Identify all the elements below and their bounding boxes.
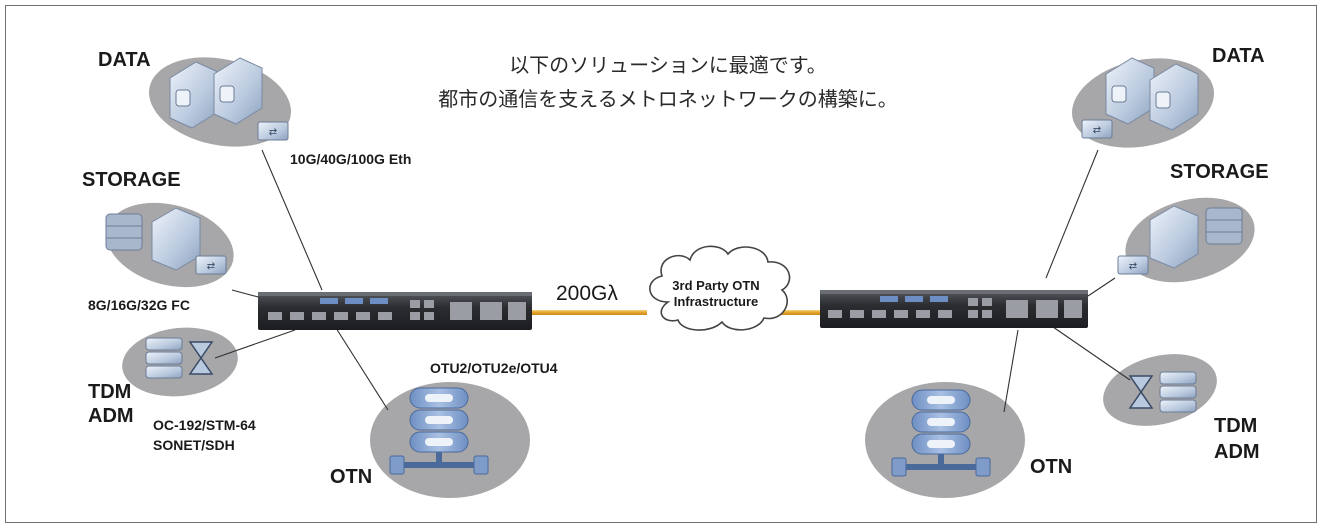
left-storage-switch-icon: ⇄ bbox=[195, 255, 227, 275]
left-sonet-label-1: OC-192/STM-64 bbox=[153, 417, 256, 433]
right-otn-stack-icon bbox=[891, 389, 991, 477]
right-data-label: DATA bbox=[1212, 45, 1265, 67]
left-connections bbox=[214, 149, 389, 411]
left-tdm-server-icon bbox=[145, 337, 183, 379]
otu-label: OTU2/OTU2e/OTU4 bbox=[430, 360, 558, 376]
left-network-device bbox=[258, 292, 532, 330]
left-data-switch-icon: ⇄ bbox=[257, 121, 289, 141]
right-data-servers-icon bbox=[1105, 57, 1199, 131]
cloud-label-1: 3rd Party OTN bbox=[672, 278, 759, 293]
right-tdm-label: TDM bbox=[1214, 415, 1257, 437]
left-sonet-label-2: SONET/SDH bbox=[153, 437, 235, 453]
right-tdm-server-icon bbox=[1159, 371, 1197, 413]
left-fc-label: 8G/16G/32G FC bbox=[88, 297, 190, 313]
left-adm-label: ADM bbox=[88, 405, 134, 427]
right-storage-label: STORAGE bbox=[1170, 161, 1269, 183]
right-storage-disk-icon bbox=[1205, 207, 1243, 245]
left-data-label: DATA bbox=[98, 49, 151, 71]
heading-line-1: 以下のソリューションに最適です。 bbox=[509, 53, 827, 77]
left-storage-server-icon bbox=[151, 207, 201, 271]
left-tdm-label: TDM bbox=[88, 381, 131, 403]
right-adm-label: ADM bbox=[1214, 441, 1260, 463]
left-data-servers-icon bbox=[169, 57, 263, 129]
wavelength-label: 200Gλ bbox=[556, 282, 618, 305]
right-storage-server-icon bbox=[1149, 205, 1199, 269]
svg-text:⇄: ⇄ bbox=[269, 127, 277, 138]
svg-text:⇄: ⇄ bbox=[1129, 261, 1137, 272]
right-connections bbox=[1003, 149, 1131, 413]
left-eth-label: 10G/40G/100G Eth bbox=[290, 151, 411, 167]
left-storage-label: STORAGE bbox=[82, 169, 181, 191]
cloud-label-2: Infrastructure bbox=[674, 294, 759, 309]
fiber-link-left bbox=[532, 310, 647, 315]
right-adm-hourglass-icon bbox=[1128, 375, 1154, 409]
left-otn-label: OTN bbox=[330, 466, 372, 488]
right-otn-label: OTN bbox=[1030, 456, 1072, 478]
left-otn-stack-icon bbox=[389, 387, 489, 475]
fiber-link-right bbox=[778, 310, 826, 315]
svg-text:⇄: ⇄ bbox=[207, 261, 215, 272]
svg-text:⇄: ⇄ bbox=[1093, 125, 1101, 136]
left-adm-hourglass-icon bbox=[188, 341, 214, 375]
right-data-switch-icon: ⇄ bbox=[1081, 119, 1113, 139]
right-network-device bbox=[820, 290, 1088, 328]
right-storage-switch-icon: ⇄ bbox=[1117, 255, 1149, 275]
left-storage-disk-icon bbox=[105, 213, 143, 251]
heading-line-2: 都市の通信を支えるメトロネットワークの構築に。 bbox=[438, 87, 897, 111]
otn-cloud-icon bbox=[649, 245, 791, 331]
